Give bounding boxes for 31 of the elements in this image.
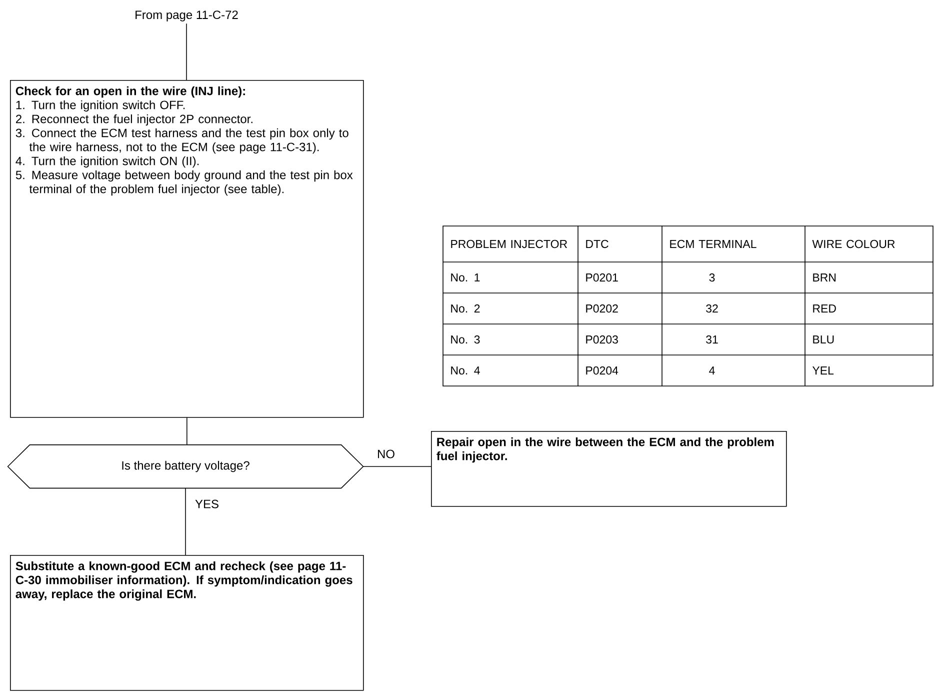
table-cell: WIRE COLOUR: [812, 240, 895, 248]
table-cell: PROBLEM INJECTOR: [451, 240, 568, 248]
table-cell: P0204: [586, 366, 618, 375]
table-cell: 4: [709, 366, 715, 374]
table-cell: 32: [706, 304, 718, 313]
table-cell: No. 4: [451, 366, 480, 374]
table-cell: P0201: [586, 273, 618, 282]
table-cell: P0203: [586, 335, 618, 344]
table-cell: No. 3: [451, 335, 480, 344]
table-cell: No. 2: [451, 304, 480, 313]
connector-line: [362, 466, 432, 467]
connector-line: [186, 23, 187, 80]
process-box: Check for an open in the wire (INJ line): 1. Turn the ignition switch OFF. 2. Reconnect the fuel injector 2P connector. 3. Connect the ECM test harness and the test pin box only to the wire harness, not to the ECM (see page 11-C-31). 4. Turn the ignition switch ON (II). 5. Measure voltage between body ground and the test pin box terminal of the problem fuel injector (see table).: [10, 80, 364, 418]
table-cell: DTC: [586, 240, 608, 248]
table-cell: 31: [706, 335, 718, 344]
table-cell: ECM TERMINAL: [670, 240, 756, 248]
connector-line: [186, 417, 188, 446]
table-cell: BRN: [813, 274, 836, 282]
connector-line: [185, 488, 186, 556]
table-cell: P0202: [586, 304, 618, 313]
action-box: Repair open in the wire between the ECM and the problem fuel injector.: [431, 431, 787, 507]
table-cell: 3: [709, 273, 715, 282]
page-reference: From page 11-C-72: [136, 10, 238, 22]
action-box: Substitute a known-good ECM and recheck (see page 11-C-30 immobiliser information). If symptom/indication goes away, replace the original ECM.: [10, 555, 364, 691]
table-cell: No. 1: [451, 274, 480, 282]
table-cell: YEL: [812, 366, 834, 374]
edge-label: YES: [194, 498, 220, 510]
table-cell: RED: [813, 304, 836, 312]
table-cell: BLU: [813, 336, 834, 344]
edge-label: NO: [376, 448, 396, 460]
decision-hexagon: Is there battery voltage?: [7, 444, 364, 489]
